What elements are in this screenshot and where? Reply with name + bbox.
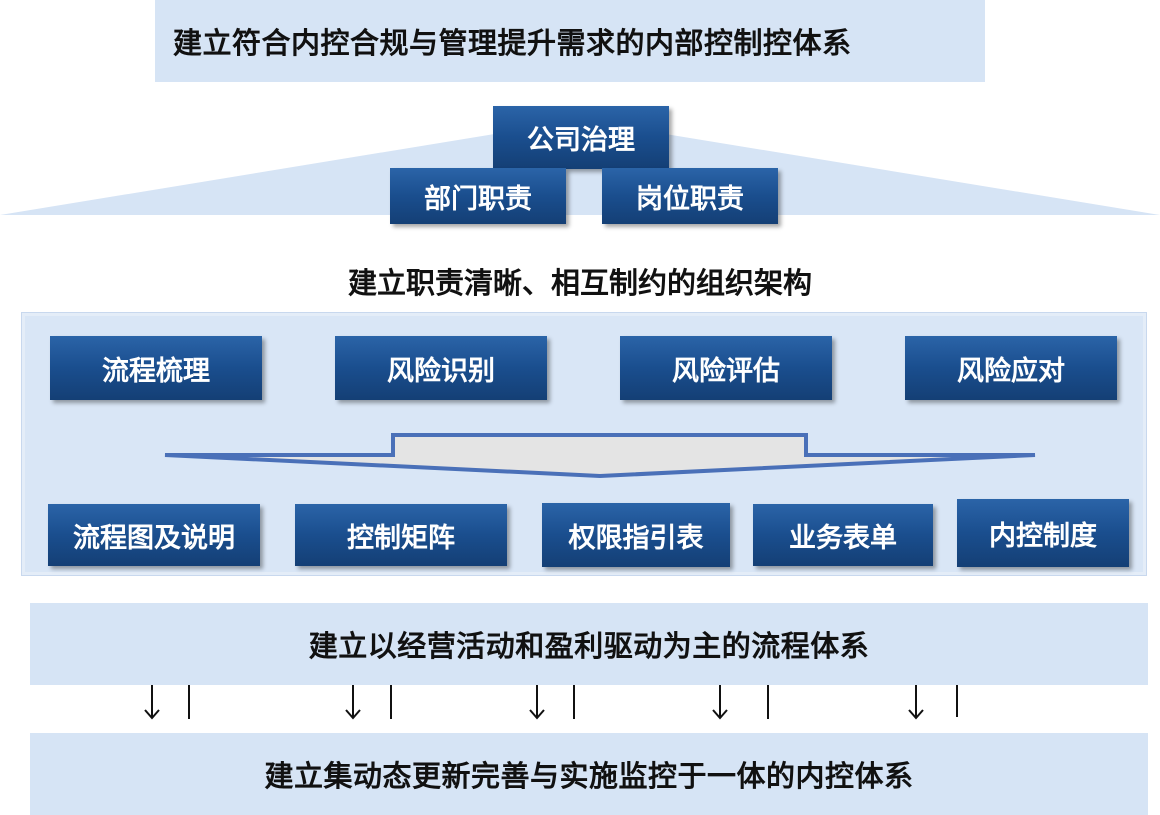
- output-business-form: 业务表单: [753, 504, 933, 566]
- process-banner-text: 建立以经营活动和盈利驱动为主的流程体系: [308, 629, 870, 663]
- org-box-position-label: 岗位职责: [636, 183, 744, 215]
- org-box-position: 岗位职责: [602, 168, 778, 224]
- org-caption: 建立职责清晰、相互制约的组织架构: [0, 260, 1160, 302]
- output-control-matrix-label: 控制矩阵: [347, 522, 455, 554]
- org-caption-text: 建立职责清晰、相互制约的组织架构: [347, 266, 812, 300]
- bottom-banner-text: 建立集动态更新完善与实施监控于一体的内控体系: [264, 759, 914, 793]
- process-step-3: 风险评估: [620, 336, 832, 400]
- bottom-banner: 建立集动态更新完善与实施监控于一体的内控体系: [30, 733, 1148, 815]
- org-box-department: 部门职责: [390, 168, 566, 224]
- down-arrow-icon: [144, 685, 160, 720]
- output-flowchart: 流程图及说明: [48, 504, 260, 566]
- output-flowchart-label: 流程图及说明: [73, 522, 235, 554]
- org-box-governance-label: 公司治理: [527, 125, 635, 156]
- org-box-governance: 公司治理: [493, 106, 669, 169]
- converge-arrow: [164, 433, 1036, 479]
- output-business-form-label: 业务表单: [789, 522, 897, 554]
- connector-arrows: [144, 685, 958, 720]
- process-step-2-label: 风险识别: [387, 355, 495, 387]
- top-banner: 建立符合内控合规与管理提升需求的内部控制控体系: [155, 0, 985, 82]
- output-internal-rules: 内控制度: [957, 499, 1129, 567]
- process-step-1: 流程梳理: [50, 336, 262, 400]
- output-authority-table: 权限指引表: [542, 503, 730, 567]
- output-internal-rules-label: 内控制度: [989, 520, 1097, 552]
- output-control-matrix: 控制矩阵: [295, 504, 507, 566]
- down-arrow-icon: [712, 685, 728, 720]
- down-arrow-icon: [529, 685, 545, 720]
- output-authority-table-label: 权限指引表: [568, 522, 704, 554]
- org-box-department-label: 部门职责: [424, 183, 532, 215]
- process-step-3-label: 风险评估: [672, 355, 780, 387]
- process-step-4-label: 风险应对: [957, 355, 1065, 387]
- process-step-1-label: 流程梳理: [102, 355, 210, 387]
- process-step-4: 风险应对: [905, 336, 1117, 400]
- top-banner-text: 建立符合内控合规与管理提升需求的内部控制控体系: [173, 26, 852, 60]
- down-arrow-icon: [345, 685, 361, 720]
- process-banner: 建立以经营活动和盈利驱动为主的流程体系: [30, 603, 1148, 685]
- down-arrow-icon: [908, 685, 924, 720]
- process-step-2: 风险识别: [335, 336, 547, 400]
